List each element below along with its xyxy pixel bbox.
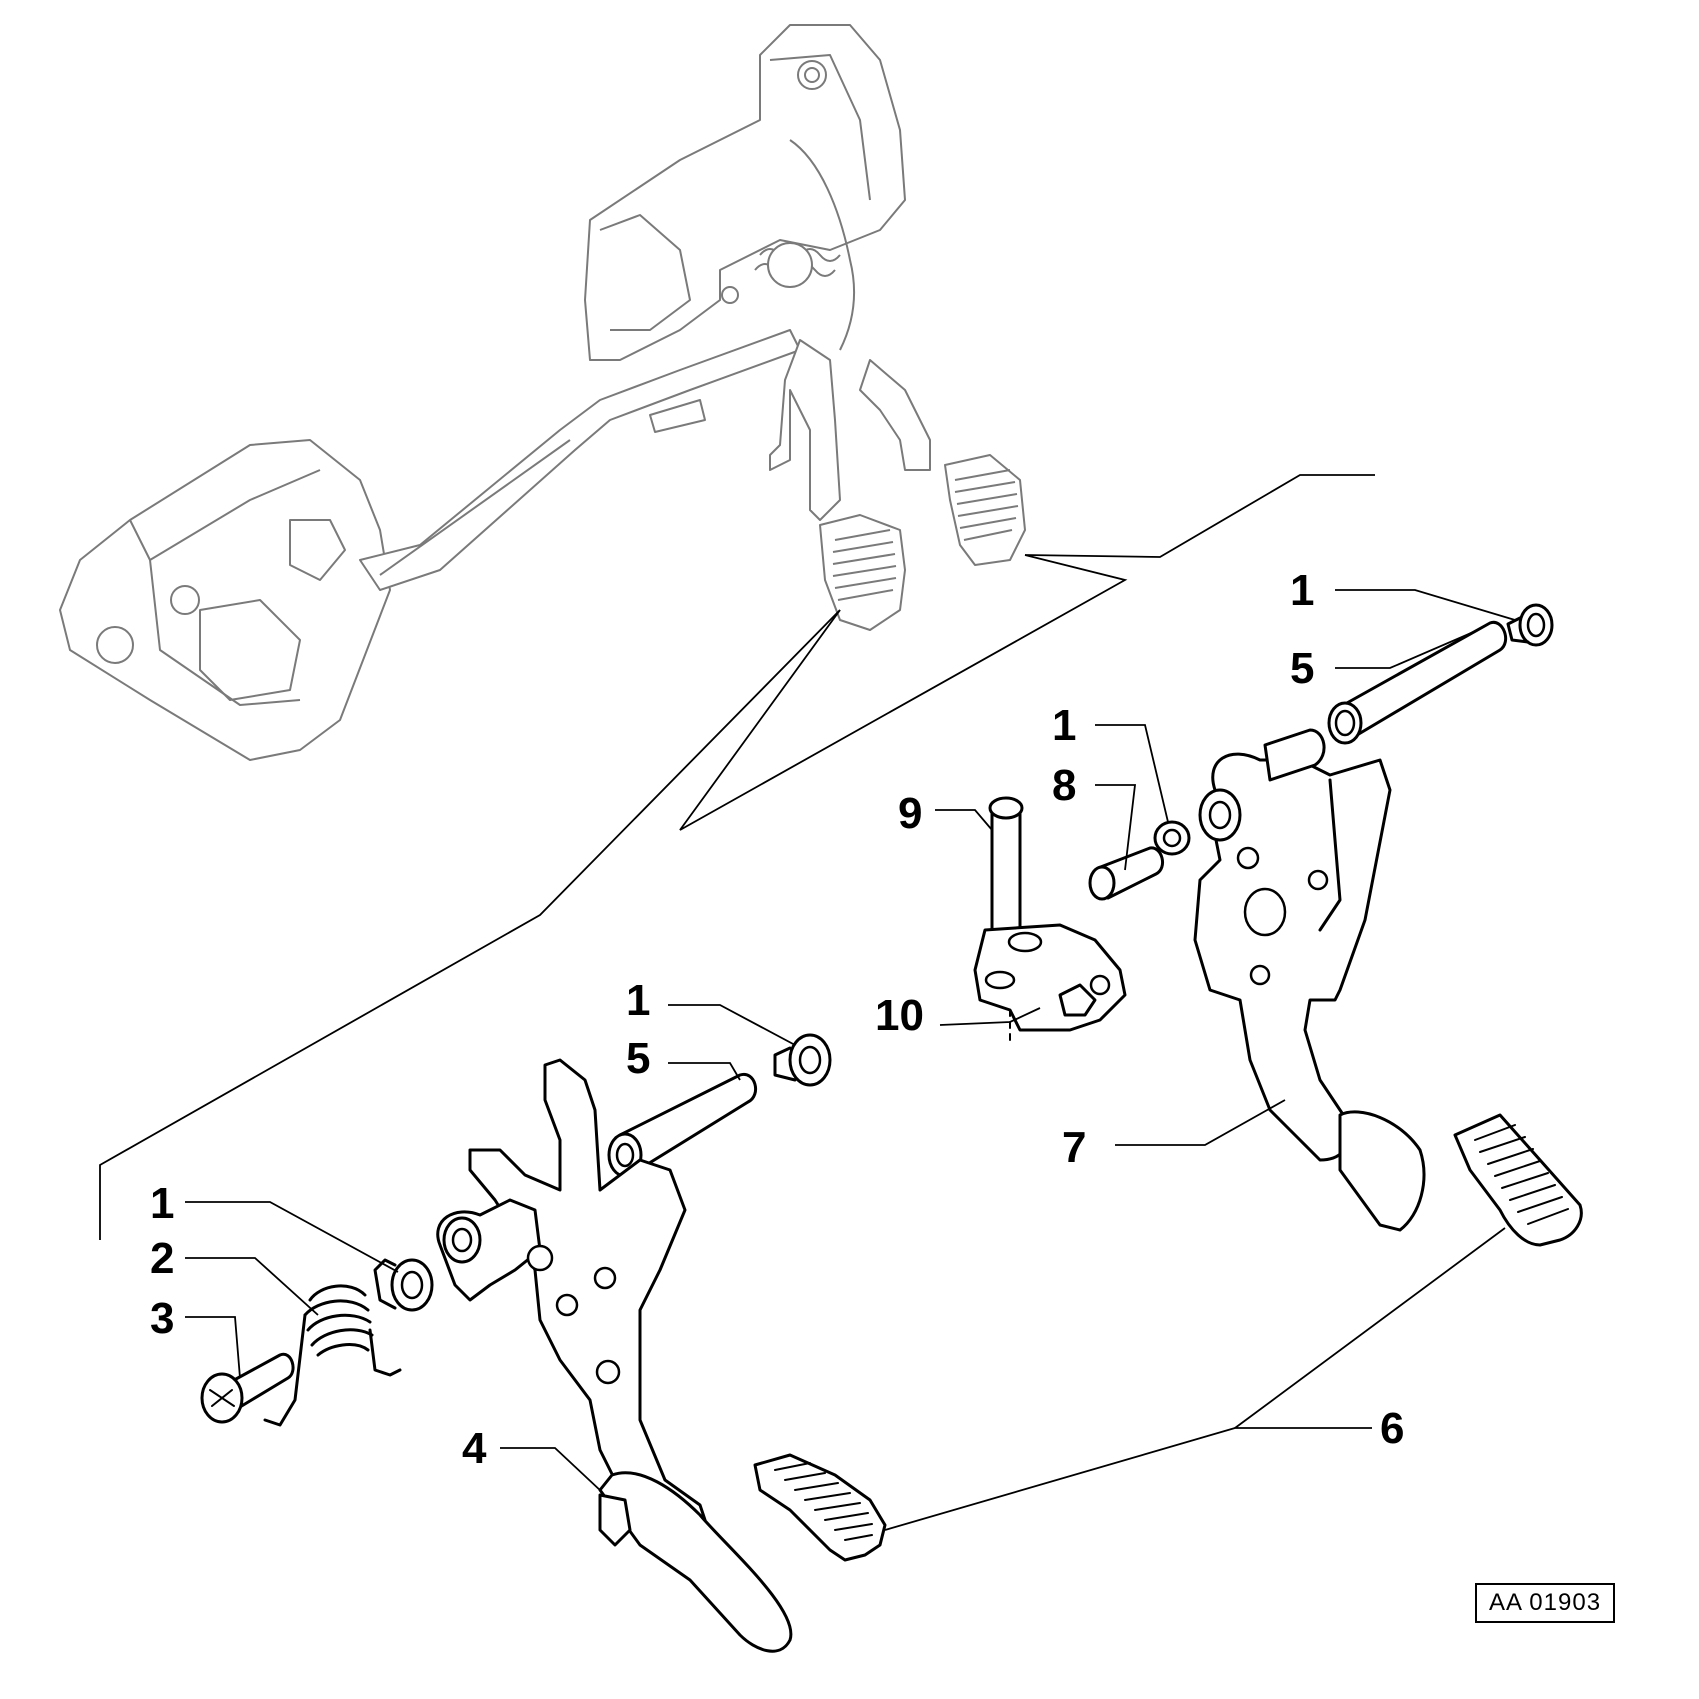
part-pedal-lever-7 xyxy=(1193,728,1426,1232)
callout-9: 9 xyxy=(898,789,922,838)
part-bushing-1-lower xyxy=(773,1033,832,1087)
part-pin-8 xyxy=(1088,846,1165,901)
callout-8: 8 xyxy=(1052,761,1076,810)
callout-3: 3 xyxy=(150,1294,174,1343)
part-bushing-1-top xyxy=(1506,603,1554,647)
leader-lines xyxy=(185,589,1516,1531)
callout-2: 2 xyxy=(150,1234,174,1283)
part-tube-5-lower xyxy=(607,1072,758,1178)
grey-pedal-pad-left xyxy=(819,514,906,631)
callout-4: 4 xyxy=(462,1424,487,1473)
part-pedal-lever-4 xyxy=(436,1058,793,1653)
pedal-box-assembly xyxy=(59,24,1026,761)
part-pedal-pad-6-right xyxy=(1453,1113,1583,1247)
callout-numbers: 1 5 1 8 9 10 7 1 5 1 2 3 4 6 xyxy=(150,566,1404,1473)
part-bushing-1-mid xyxy=(1153,820,1191,856)
callout-5-top: 5 xyxy=(1290,644,1314,693)
callout-1-mid: 1 xyxy=(1052,701,1076,750)
part-tube-5-top xyxy=(1327,620,1508,745)
part-bushing-1-left xyxy=(373,1258,434,1312)
part-clevis-10 xyxy=(973,923,1127,1032)
part-bolt-3 xyxy=(200,1352,295,1424)
callout-7: 7 xyxy=(1062,1123,1086,1172)
callout-6: 6 xyxy=(1380,1404,1404,1453)
reference-code-label: AA 01903 xyxy=(1475,1583,1615,1623)
callout-1-lower: 1 xyxy=(626,976,650,1025)
part-spring-2 xyxy=(263,1284,402,1427)
part-pedal-pad-6-left xyxy=(753,1453,887,1562)
callout-1-left: 1 xyxy=(150,1179,174,1228)
callout-10: 10 xyxy=(875,991,924,1040)
callout-5-lower: 5 xyxy=(626,1034,650,1083)
expansion-lines xyxy=(99,474,1375,1240)
callout-1-top: 1 xyxy=(1290,566,1314,615)
grey-pedal-pad-right xyxy=(944,454,1026,566)
